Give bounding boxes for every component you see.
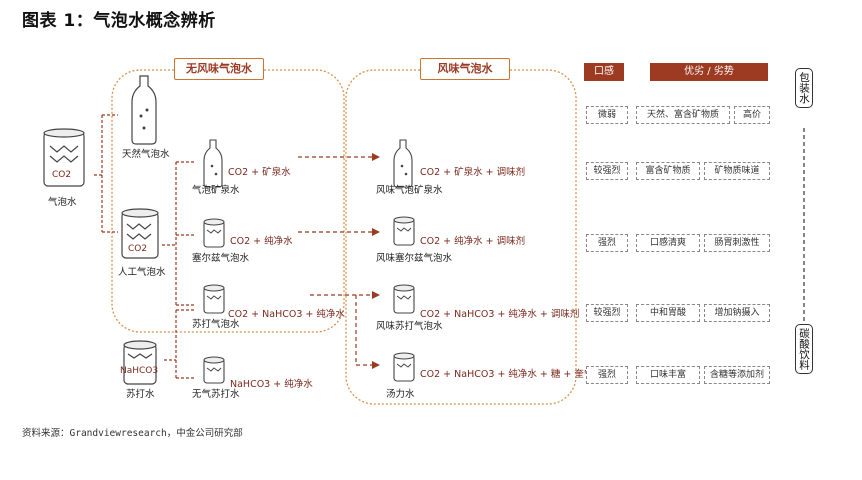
side-label-text: 碳酸饮料 bbox=[798, 328, 810, 370]
taste-cell: 微弱 bbox=[586, 106, 628, 124]
can-icon bbox=[393, 352, 415, 382]
tree-connectors bbox=[94, 114, 196, 379]
bottle-icon bbox=[131, 75, 157, 145]
right-group-container bbox=[345, 69, 577, 405]
can-icon bbox=[121, 208, 159, 259]
product-label: 人工气泡水 bbox=[118, 267, 166, 278]
page-title: 图表 1：气泡水概念辨析 bbox=[22, 11, 216, 31]
side-label-packaged-water: 包装水 bbox=[795, 68, 813, 108]
product-label: 天然气泡水 bbox=[122, 149, 170, 160]
formula-text: CO2 + 纯净水 bbox=[230, 236, 293, 247]
arrow-head bbox=[372, 361, 380, 369]
product-label: 无气苏打水 bbox=[192, 389, 240, 400]
header-pros-cons: 优劣 / 劣势 bbox=[650, 63, 768, 81]
arrow-head bbox=[372, 228, 380, 236]
co2-badge: CO2 bbox=[52, 170, 72, 180]
product-label: 风味苏打气泡水 bbox=[376, 321, 443, 332]
pro-cell: 中和胃酸 bbox=[636, 304, 700, 322]
taste-cell: 较强烈 bbox=[586, 162, 628, 180]
formula-text: CO2 + NaHCO3 + 纯净水 + 糖 + 奎宁 bbox=[420, 369, 594, 380]
can-icon bbox=[203, 284, 225, 314]
formula-text: CO2 + NaHCO3 + 纯净水 bbox=[228, 309, 345, 320]
taste-cell: 较强烈 bbox=[586, 304, 628, 322]
product-label: 汤力水 bbox=[386, 389, 415, 400]
product-label: 风味塞尔兹气泡水 bbox=[376, 253, 453, 264]
arrow-heads bbox=[372, 153, 380, 369]
arrow-head bbox=[372, 153, 380, 161]
can-icon bbox=[123, 340, 157, 385]
product-label: 苏打水 bbox=[126, 389, 155, 400]
formula-text: CO2 + 矿泉水 bbox=[228, 167, 291, 178]
product-label: 塞尔兹气泡水 bbox=[192, 253, 250, 264]
con-cell: 高价 bbox=[734, 106, 770, 124]
con-cell: 含糖等添加剂 bbox=[704, 366, 770, 384]
can-icon bbox=[43, 128, 85, 187]
taste-cell: 强烈 bbox=[586, 366, 628, 384]
left-group-title: 无风味气泡水 bbox=[174, 58, 264, 80]
pro-cell: 口感清爽 bbox=[636, 234, 700, 252]
formula-text: NaHCO3 + 纯净水 bbox=[230, 379, 313, 390]
co2-badge: CO2 bbox=[128, 244, 148, 254]
product-label: 气泡水 bbox=[48, 197, 77, 208]
formula-text: CO2 + 纯净水 + 调味剂 bbox=[420, 236, 526, 247]
pro-cell: 富含矿物质 bbox=[636, 162, 700, 180]
con-cell: 肠胃刺激性 bbox=[704, 234, 770, 252]
product-label: 风味气泡矿泉水 bbox=[376, 185, 443, 196]
can-icon bbox=[203, 218, 225, 248]
can-icon bbox=[393, 216, 415, 246]
side-label-carbonated: 碳酸饮料 bbox=[795, 324, 813, 374]
con-cell: 增加钠摄入 bbox=[704, 304, 770, 322]
pro-cell: 天然、富含矿物质 bbox=[636, 106, 730, 124]
bottle-icon bbox=[203, 139, 223, 188]
header-taste: 口感 bbox=[584, 63, 624, 81]
arrows bbox=[298, 156, 372, 366]
product-label: 苏打气泡水 bbox=[192, 319, 240, 330]
arrow-head bbox=[372, 291, 380, 299]
bottle-icon bbox=[393, 139, 413, 188]
product-label: 气泡矿泉水 bbox=[192, 185, 240, 196]
can-icon bbox=[203, 356, 225, 384]
formula-text: CO2 + NaHCO3 + 纯净水 + 调味剂 bbox=[420, 309, 580, 320]
con-cell: 矿物质味道 bbox=[704, 162, 770, 180]
nahco3-badge: NaHCO3 bbox=[120, 366, 159, 376]
taste-cell: 强烈 bbox=[586, 234, 628, 252]
pro-cell: 口味丰富 bbox=[636, 366, 700, 384]
right-group-title: 风味气泡水 bbox=[420, 58, 510, 80]
source-note: 资料来源：Grandviewresearch，中金公司研究部 bbox=[22, 428, 243, 439]
side-label-text: 包装水 bbox=[798, 72, 810, 104]
can-icon bbox=[393, 284, 415, 314]
formula-text: CO2 + 矿泉水 + 调味剂 bbox=[420, 167, 526, 178]
